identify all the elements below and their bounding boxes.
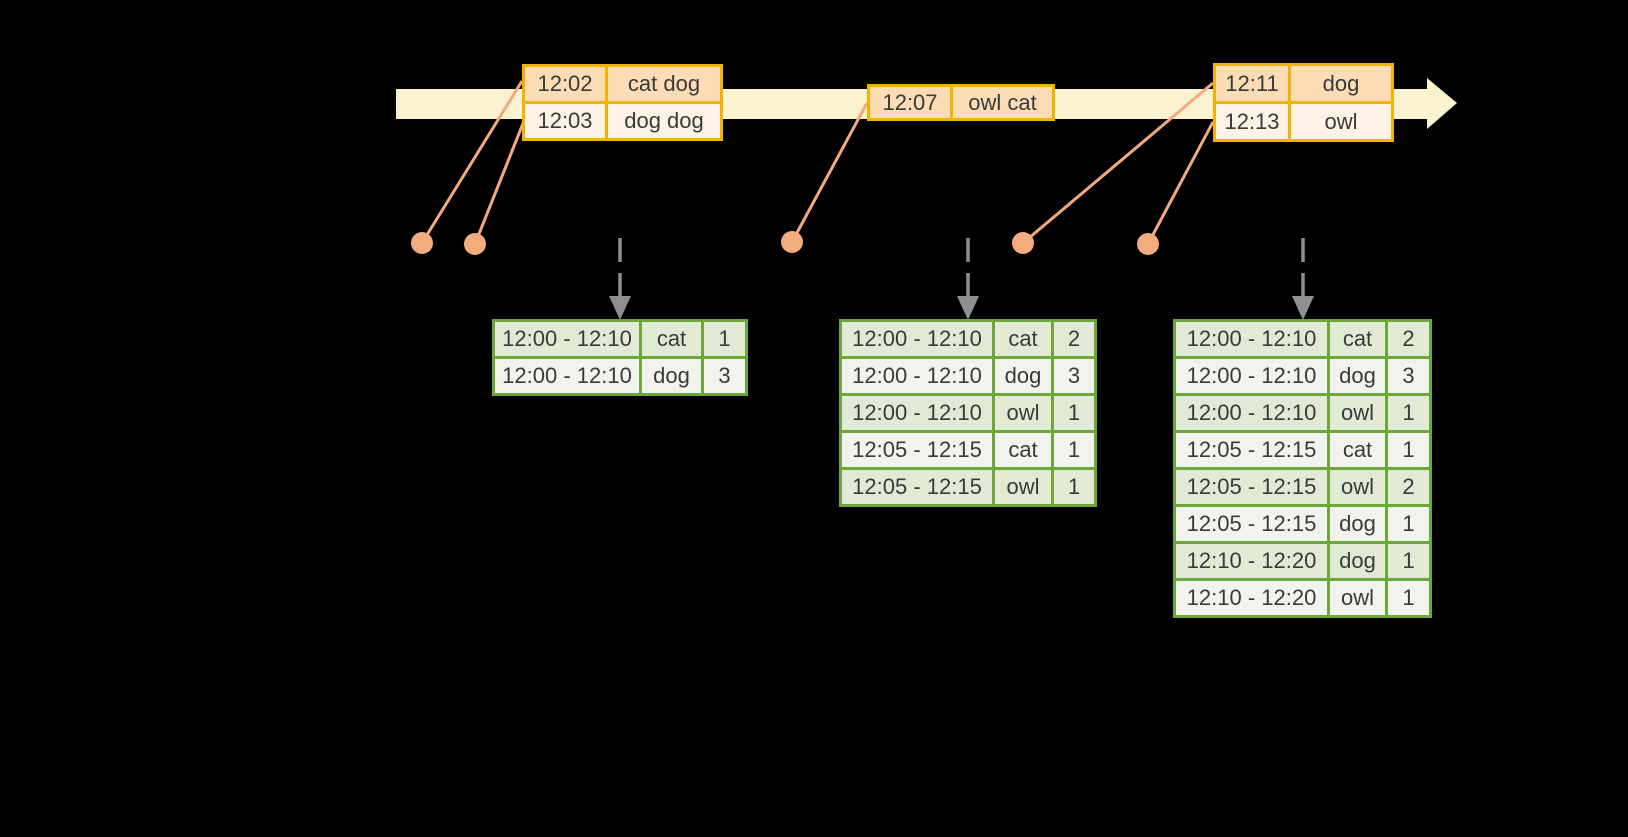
event-time-arrowhead-icon xyxy=(1427,78,1457,129)
word-cell: dog xyxy=(1330,507,1385,541)
window-cell: 12:00 - 12:10 xyxy=(1176,396,1327,430)
count-cell: 1 xyxy=(1388,507,1429,541)
window-cell: 12:00 - 12:10 xyxy=(842,396,992,430)
event-dot xyxy=(464,233,486,255)
count-cell: 3 xyxy=(1054,359,1094,393)
word-cell: owl xyxy=(1330,581,1385,615)
event-words-cell: dog dog xyxy=(608,104,720,138)
event-dot xyxy=(1012,232,1034,254)
trigger-arrowhead-icon xyxy=(957,296,979,320)
count-cell: 1 xyxy=(1388,581,1429,615)
word-cell: owl xyxy=(1330,396,1385,430)
window-cell: 12:00 - 12:10 xyxy=(842,322,992,356)
trigger-arrowhead-icon xyxy=(609,296,631,320)
window-cell: 12:05 - 12:15 xyxy=(842,470,992,504)
word-cell: owl xyxy=(995,470,1051,504)
window-cell: 12:05 - 12:15 xyxy=(1176,507,1327,541)
window-cell: 12:00 - 12:10 xyxy=(495,359,639,393)
event-time-cell: 12:03 xyxy=(525,104,605,138)
word-cell: dog xyxy=(995,359,1051,393)
connector-line xyxy=(1146,121,1215,245)
event-words-cell: cat dog xyxy=(608,67,720,101)
event-dot xyxy=(411,232,433,254)
window-cell: 12:05 - 12:15 xyxy=(1176,470,1327,504)
word-cell: owl xyxy=(995,396,1051,430)
event-time-cell: 12:13 xyxy=(1216,104,1288,139)
word-cell: owl xyxy=(1330,470,1385,504)
word-cell: dog xyxy=(1330,544,1385,578)
event-words-cell: owl xyxy=(1291,104,1391,139)
word-cell: dog xyxy=(642,359,701,393)
word-cell: cat xyxy=(995,433,1051,467)
window-cell: 12:10 - 12:20 xyxy=(1176,544,1327,578)
word-cell: dog xyxy=(1330,359,1385,393)
window-cell: 12:10 - 12:20 xyxy=(1176,581,1327,615)
count-cell: 1 xyxy=(704,322,745,356)
count-cell: 2 xyxy=(1388,470,1429,504)
count-cell: 1 xyxy=(1054,396,1094,430)
window-cell: 12:00 - 12:10 xyxy=(1176,322,1327,356)
window-cell: 12:00 - 12:10 xyxy=(842,359,992,393)
count-cell: 3 xyxy=(1388,359,1429,393)
window-cell: 12:00 - 12:10 xyxy=(495,322,639,356)
trigger-arrowhead-icon xyxy=(1292,296,1314,320)
word-cell: cat xyxy=(1330,433,1385,467)
count-cell: 1 xyxy=(1388,544,1429,578)
word-cell: cat xyxy=(995,322,1051,356)
event-dot xyxy=(781,231,803,253)
connector-line xyxy=(473,120,526,245)
count-cell: 3 xyxy=(704,359,745,393)
event-time-cell: 12:02 xyxy=(525,67,605,101)
count-cell: 1 xyxy=(1054,433,1094,467)
event-dot xyxy=(1137,233,1159,255)
event-words-cell: owl cat xyxy=(953,87,1052,118)
count-cell: 2 xyxy=(1388,322,1429,356)
connector-line xyxy=(790,102,869,243)
window-cell: 12:05 - 12:15 xyxy=(1176,433,1327,467)
event-time-cell: 12:11 xyxy=(1216,66,1288,101)
connector-line xyxy=(420,80,524,244)
event-time-cell: 12:07 xyxy=(870,87,950,118)
count-cell: 2 xyxy=(1054,322,1094,356)
count-cell: 1 xyxy=(1388,433,1429,467)
count-cell: 1 xyxy=(1054,470,1094,504)
event-words-cell: dog xyxy=(1291,66,1391,101)
count-cell: 1 xyxy=(1388,396,1429,430)
window-cell: 12:05 - 12:15 xyxy=(842,433,992,467)
word-cell: cat xyxy=(1330,322,1385,356)
connector-line xyxy=(1022,81,1214,245)
word-cell: cat xyxy=(642,322,701,356)
window-cell: 12:00 - 12:10 xyxy=(1176,359,1327,393)
